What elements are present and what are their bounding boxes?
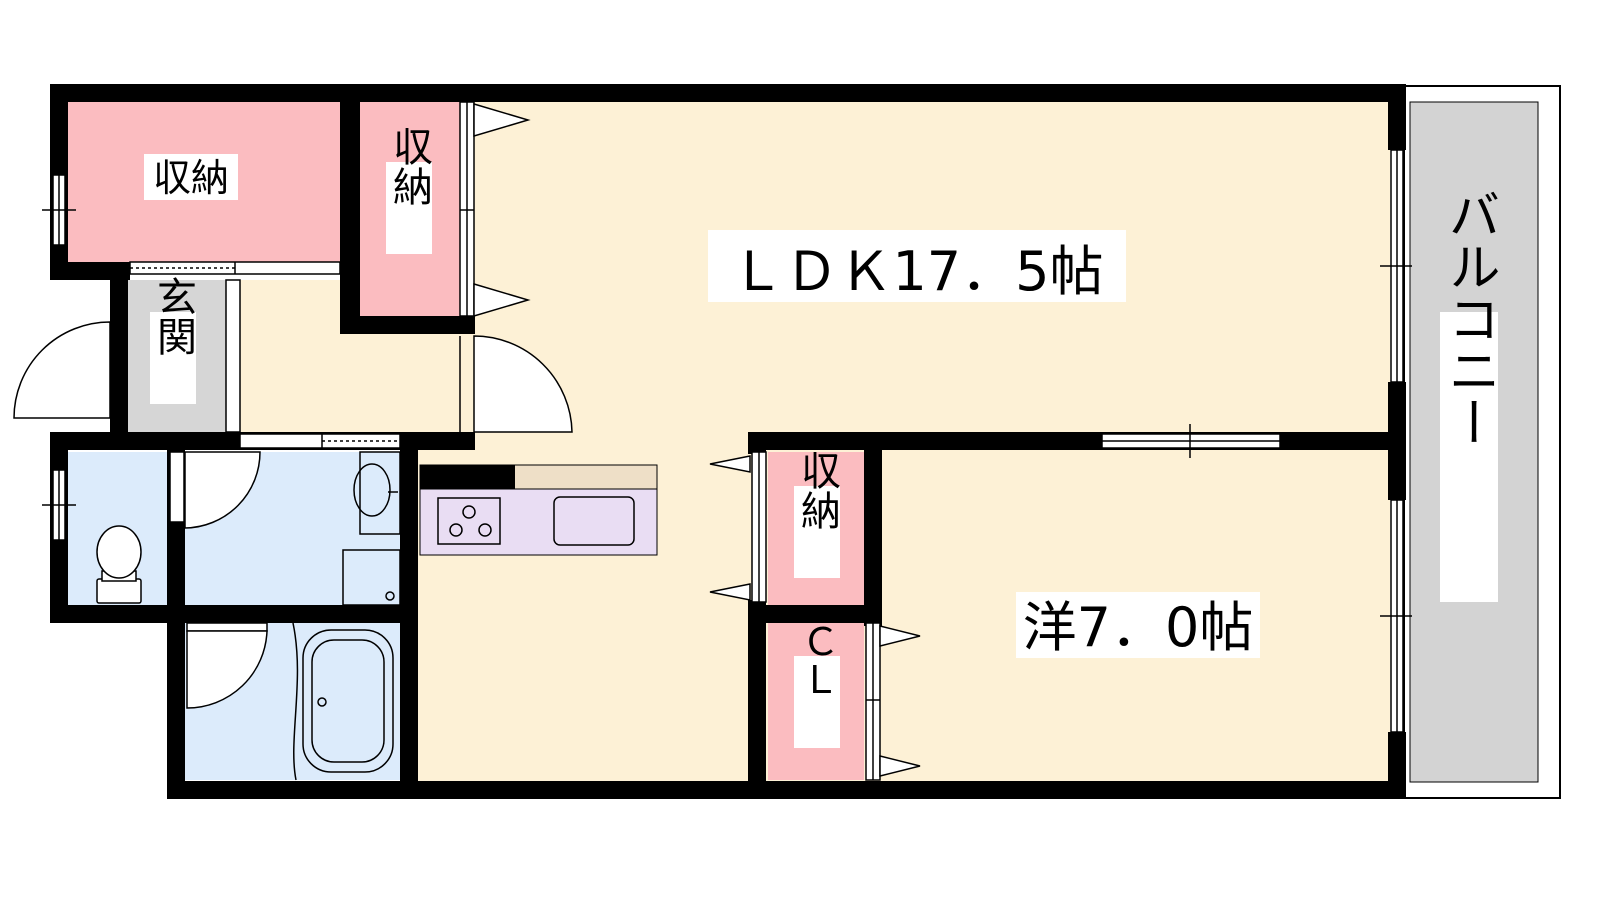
toilet-icon	[96, 525, 142, 604]
entrance-label-bg	[150, 312, 196, 404]
sink-icon	[553, 496, 635, 546]
closet-label: ＣＬ	[795, 622, 839, 698]
ldk-label: ＬＤＫ17．5帖	[730, 240, 1103, 303]
storage-mid-label: 収納	[794, 450, 840, 530]
folding-door-marks	[473, 102, 921, 777]
swing-doors	[13, 321, 573, 709]
stove-icon	[437, 497, 501, 545]
storage-top-mid-label-bg	[386, 162, 432, 254]
western-label: 洋7．0帖	[1023, 596, 1254, 659]
kitchen-counter-black	[420, 465, 515, 489]
sliding-doors	[129, 101, 881, 781]
burner-icon	[449, 523, 463, 537]
burner-icon	[478, 523, 492, 537]
storage-mid-label-bg	[794, 486, 840, 578]
entrance-label: 玄関	[150, 276, 196, 356]
bathtub-icon	[292, 622, 394, 781]
burner-icon	[462, 505, 476, 519]
western-label-bg	[1016, 592, 1260, 658]
storage-top-mid-label: 収納	[386, 126, 432, 206]
balcony-label: バルコニー	[1439, 188, 1499, 448]
closet-label-bg	[794, 656, 840, 748]
windows	[42, 149, 1412, 733]
storage-top-left-label: 収納	[153, 156, 229, 200]
storage-top-left-label-bg	[144, 154, 238, 200]
ldk-label-bg	[708, 230, 1126, 302]
balcony-label-bg	[1440, 312, 1498, 602]
washing-machine-space	[342, 549, 401, 606]
washbasin-icon	[353, 451, 401, 535]
